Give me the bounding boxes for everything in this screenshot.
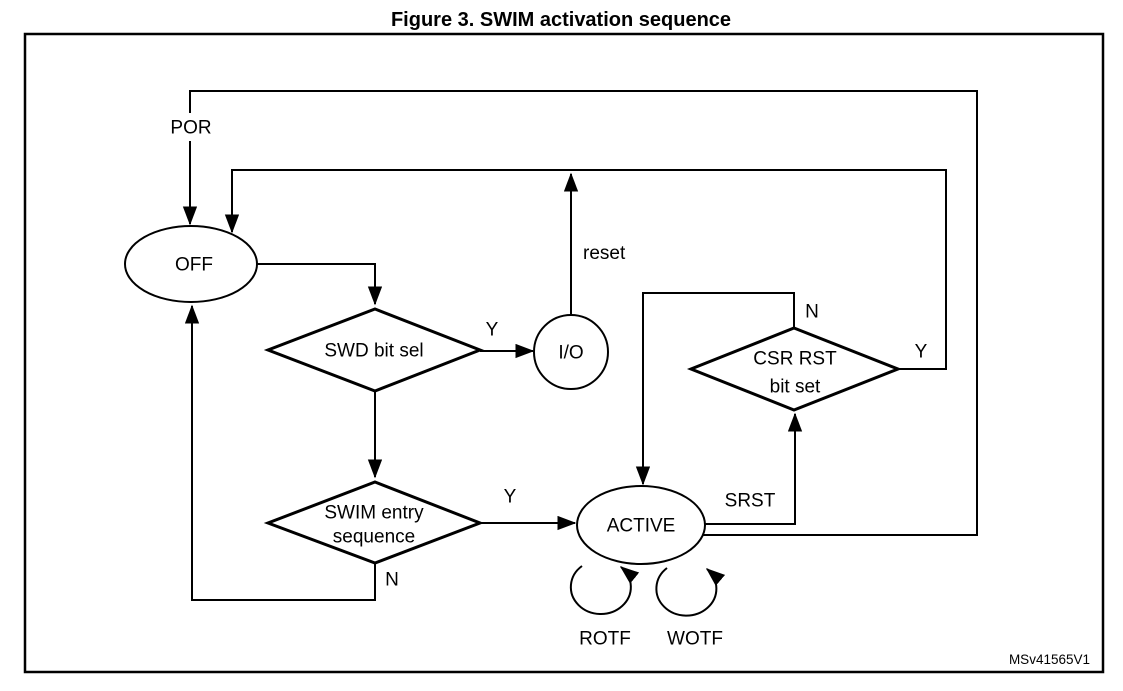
edge-swim-yes-label: Y bbox=[504, 487, 517, 508]
edge-rotf-label: ROTF bbox=[579, 629, 631, 650]
node-off-ellipse bbox=[124, 225, 258, 303]
watermark-label: MSv41565V1 bbox=[1009, 652, 1090, 667]
edge-reset-label: reset bbox=[583, 243, 626, 264]
edge-srst-label: SRST bbox=[725, 491, 776, 512]
figure-title: Figure 3. SWIM activation sequence bbox=[391, 9, 731, 31]
node-swim-entry-diamond bbox=[263, 480, 485, 565]
node-csr-rst-label-line2: bit set bbox=[770, 377, 821, 398]
edge-csr-no-to-active-line bbox=[635, 292, 795, 486]
edge-csr-yes-label: Y bbox=[915, 342, 928, 363]
edge-off-to-swd-line bbox=[250, 263, 383, 306]
node-csr-rst-diamond bbox=[686, 326, 903, 412]
figure-border bbox=[23, 32, 1105, 674]
edge-srst-line bbox=[700, 412, 803, 525]
edge-wotf-self-loop bbox=[655, 567, 726, 617]
node-swd-bit-sel-label: SWD bit sel bbox=[324, 341, 423, 362]
node-swim-entry-label-line2: sequence bbox=[333, 527, 415, 548]
node-swd-bit-sel-diamond bbox=[263, 307, 485, 393]
node-io-label: I/O bbox=[558, 343, 583, 364]
node-csr-rst-label-line1: CSR RST bbox=[753, 349, 837, 370]
node-off-label: OFF bbox=[175, 255, 213, 276]
edge-csr-no-label: N bbox=[805, 302, 819, 323]
edge-active-to-off-por-line bbox=[182, 90, 978, 536]
por-label-backdrop bbox=[164, 113, 218, 141]
node-swim-entry-label-line1: SWIM entry bbox=[324, 503, 424, 524]
node-active-ellipse bbox=[576, 485, 706, 565]
edge-swim-no-to-off-line bbox=[184, 304, 376, 601]
edge-swd-yes-label: Y bbox=[486, 320, 499, 341]
edge-rotf-self-loop bbox=[569, 565, 640, 615]
edge-por-label: POR bbox=[170, 118, 211, 139]
edge-wotf-label: WOTF bbox=[667, 629, 723, 650]
node-io-circle bbox=[533, 314, 609, 390]
edge-swim-no-label: N bbox=[385, 570, 399, 591]
edge-csr-yes-to-off-line bbox=[224, 169, 947, 370]
node-active-label: ACTIVE bbox=[607, 516, 676, 537]
